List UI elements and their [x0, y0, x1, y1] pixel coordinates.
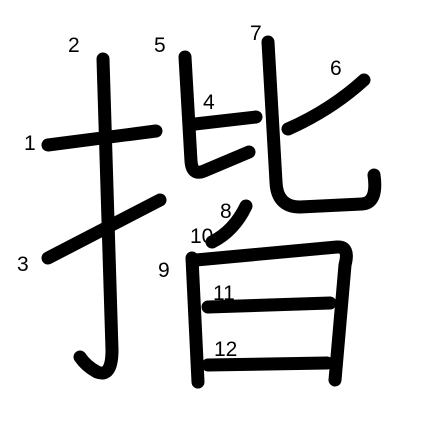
stroke-6	[281, 73, 371, 136]
stroke-number-12: 12	[214, 338, 237, 361]
stroke-number-10: 10	[190, 225, 213, 248]
stroke-number-11: 11	[213, 282, 235, 305]
stroke-8	[205, 199, 253, 249]
stroke-layer	[41, 35, 382, 389]
stroke-number-3: 3	[17, 253, 29, 276]
stroke-10	[189, 240, 353, 387]
stroke-number-4: 4	[203, 91, 215, 114]
stroke-number-1: 1	[24, 132, 36, 155]
stroke-5	[178, 50, 256, 179]
stroke-number-2: 2	[68, 34, 80, 57]
stroke-12	[201, 356, 334, 372]
stroke-4	[188, 110, 263, 131]
stroke-7	[261, 35, 382, 214]
stroke-9	[185, 251, 205, 389]
stroke-number-8: 8	[220, 200, 232, 223]
stroke-number-9: 9	[158, 259, 170, 282]
stroke-number-6: 6	[330, 57, 342, 80]
stroke-3	[41, 193, 167, 265]
stroke-number-7: 7	[250, 22, 262, 45]
stroke-2	[73, 52, 119, 380]
stroke-number-5: 5	[154, 34, 166, 57]
stroke-11	[201, 296, 337, 314]
